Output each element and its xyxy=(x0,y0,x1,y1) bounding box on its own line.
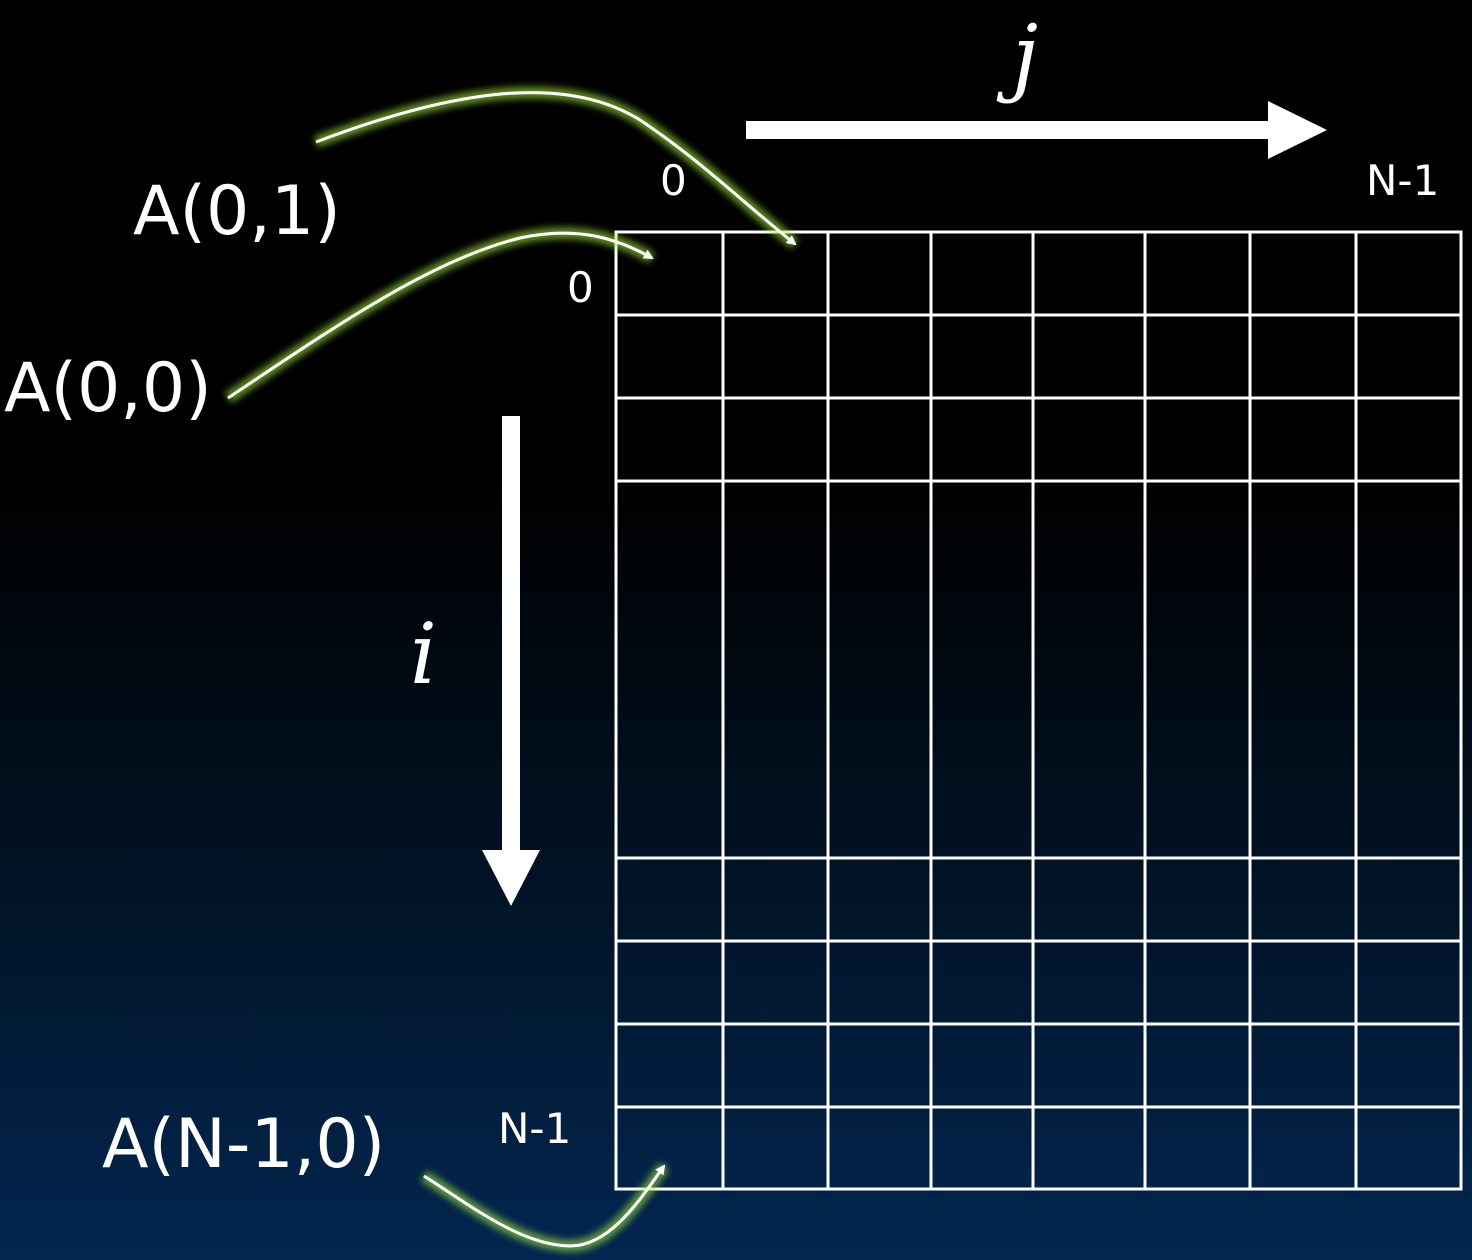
label-a01: A(0,1) xyxy=(133,172,341,251)
i-axis-label: i xyxy=(410,605,437,703)
col-index-zero: 0 xyxy=(660,156,687,205)
j-axis-label: j xyxy=(1012,7,1039,105)
pointer-a00 xyxy=(224,227,655,403)
i-axis-arrow xyxy=(482,416,540,906)
pointer-an10 xyxy=(420,1162,669,1253)
label-a00: A(0,0) xyxy=(4,349,212,428)
label-an10: A(N-1,0) xyxy=(102,1105,386,1184)
col-index-last: N-1 xyxy=(1366,156,1440,205)
j-axis-arrow xyxy=(746,101,1327,159)
pointer-a01 xyxy=(313,86,799,249)
row-index-last: N-1 xyxy=(498,1104,572,1153)
grid-border xyxy=(614,230,1463,1191)
matrix-grid xyxy=(614,230,1463,1191)
row-index-zero: 0 xyxy=(567,263,594,312)
